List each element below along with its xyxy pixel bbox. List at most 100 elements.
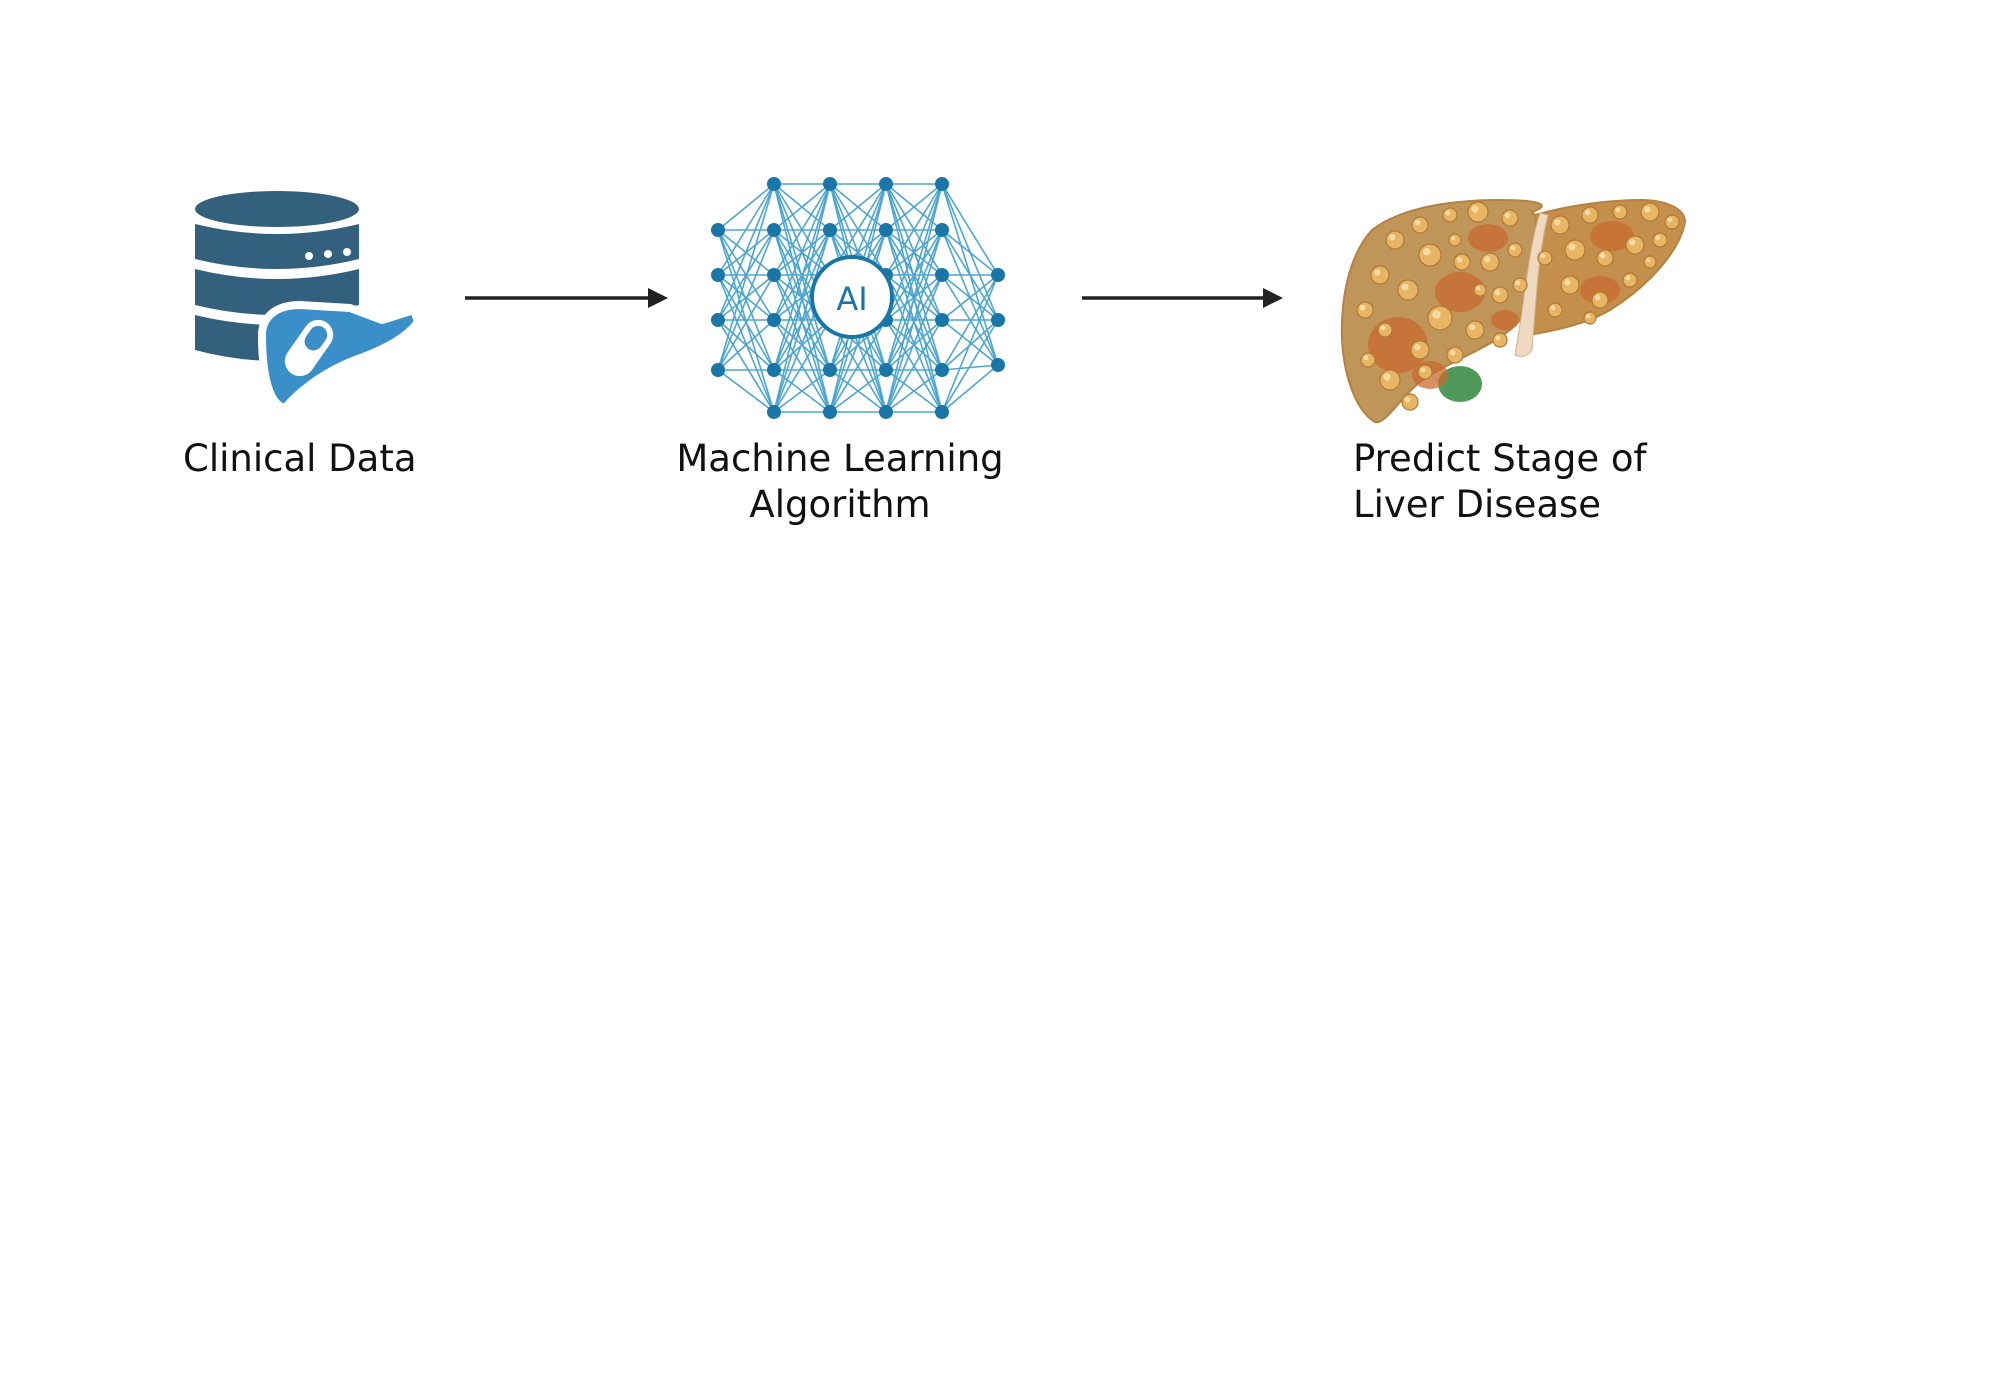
network-node: [823, 405, 837, 419]
machine-learning-label-line-2: Algorithm: [749, 483, 931, 526]
network-edge: [717, 183, 775, 321]
liver-nodule: [1583, 311, 1597, 325]
machine-learning-label: Machine Learning Algorithm: [650, 436, 1030, 528]
liver-nodule: [1501, 209, 1519, 227]
network-edge: [717, 183, 775, 231]
liver-nodule-highlight: [1510, 245, 1516, 251]
liver-nodule: [1491, 286, 1509, 304]
network-node: [879, 177, 893, 191]
liver-nodule: [1356, 301, 1374, 319]
liver-nodule-highlight: [1615, 207, 1621, 213]
ai-badge-text: AI: [836, 280, 867, 318]
liver-nodule-highlight: [1389, 234, 1396, 241]
network-edge: [941, 274, 999, 321]
liver-nodule-highlight: [1414, 219, 1421, 226]
gallbladder: [1438, 366, 1482, 402]
liver-nodule-highlight: [1456, 256, 1463, 263]
network-edge: [717, 319, 775, 413]
network-edge: [885, 183, 943, 413]
network-edge: [773, 229, 831, 413]
liver-nodule: [1652, 232, 1668, 248]
liver-nodule: [1492, 332, 1508, 348]
liver-nodule: [1537, 250, 1553, 266]
liver-nodule: [1411, 216, 1429, 234]
liver-nodule: [1612, 204, 1628, 220]
liver-nodule: [1664, 214, 1680, 230]
network-edge: [885, 369, 943, 413]
liver-nodule-highlight: [1359, 304, 1366, 311]
liver-nodule: [1448, 233, 1462, 247]
network-edge: [941, 364, 999, 413]
liver-nodule: [1397, 279, 1419, 301]
network-node: [991, 268, 1005, 282]
liver-nodule-highlight: [1494, 289, 1501, 296]
network-connections: [717, 183, 999, 413]
network-edge: [773, 319, 831, 413]
liver-nodule-highlight: [1550, 305, 1556, 311]
network-node: [879, 363, 893, 377]
network-edge: [773, 183, 831, 276]
liver-nodule-highlight: [1564, 279, 1571, 286]
network-node: [991, 313, 1005, 327]
network-edge: [829, 369, 887, 413]
network-node: [823, 177, 837, 191]
liver-nodule: [1550, 215, 1570, 235]
liver-nodule-highlight: [1484, 256, 1491, 263]
liver-nodule: [1560, 275, 1580, 295]
liver-nodule-highlight: [1644, 206, 1651, 213]
liver-nodule-highlight: [1586, 314, 1591, 319]
liver-nodule: [1596, 249, 1614, 267]
liver-nodule: [1446, 346, 1464, 364]
predict-stage-label: Predict Stage of Liver Disease: [1353, 436, 1647, 528]
liver-nodule-highlight: [1568, 243, 1576, 251]
network-node: [767, 313, 781, 327]
liver-nodule-highlight: [1540, 253, 1546, 259]
liver-nodule-highlight: [1646, 258, 1651, 263]
liver-nodule-highlight: [1469, 324, 1476, 331]
network-edge: [717, 274, 775, 371]
liver-nodule-highlight: [1432, 310, 1441, 319]
liver-nodule-highlight: [1625, 275, 1631, 281]
liver-nodule-highlight: [1451, 236, 1456, 241]
network-edge: [773, 183, 831, 413]
ai-badge: AI: [810, 255, 894, 339]
liver-nodule-highlight: [1504, 212, 1511, 219]
liver-nodule: [1427, 305, 1453, 331]
liver-nodules: [1356, 201, 1680, 411]
network-node: [767, 363, 781, 377]
liver-nodule: [1640, 202, 1660, 222]
network-node: [767, 223, 781, 237]
arrow-1: [465, 288, 668, 308]
liver-nodule-highlight: [1629, 239, 1636, 246]
network-edge: [717, 229, 775, 371]
arrow-2: [1082, 288, 1283, 308]
network-edge: [717, 369, 775, 413]
liver-nodule: [1377, 322, 1393, 338]
network-node: [935, 268, 949, 282]
network-edge: [885, 183, 943, 321]
falciform-ligament: [1514, 212, 1549, 357]
liver-nodule: [1385, 230, 1405, 250]
liver-nodule: [1379, 369, 1401, 391]
network-edge: [773, 183, 831, 321]
network-edge: [885, 183, 943, 276]
liver-nodule-highlight: [1655, 235, 1661, 241]
diseased-liver-icon: [1340, 198, 1687, 424]
liver-nodule-highlight: [1495, 335, 1501, 341]
liver-nodule-highlight: [1380, 325, 1386, 331]
liver-nodule: [1417, 364, 1433, 380]
liver-nodule-highlight: [1445, 210, 1451, 216]
network-node: [767, 405, 781, 419]
liver-nodule-highlight: [1383, 373, 1391, 381]
liver-nodule: [1442, 207, 1458, 223]
liver-nodule: [1591, 291, 1609, 309]
network-edge: [941, 183, 999, 276]
network-node: [879, 405, 893, 419]
liver-nodule-highlight: [1422, 247, 1431, 256]
liver-nodule-highlight: [1420, 367, 1426, 373]
network-node: [711, 313, 725, 327]
liver-nodule: [1453, 253, 1471, 271]
liver-nodule-highlight: [1363, 355, 1369, 361]
network-edge: [941, 274, 999, 413]
